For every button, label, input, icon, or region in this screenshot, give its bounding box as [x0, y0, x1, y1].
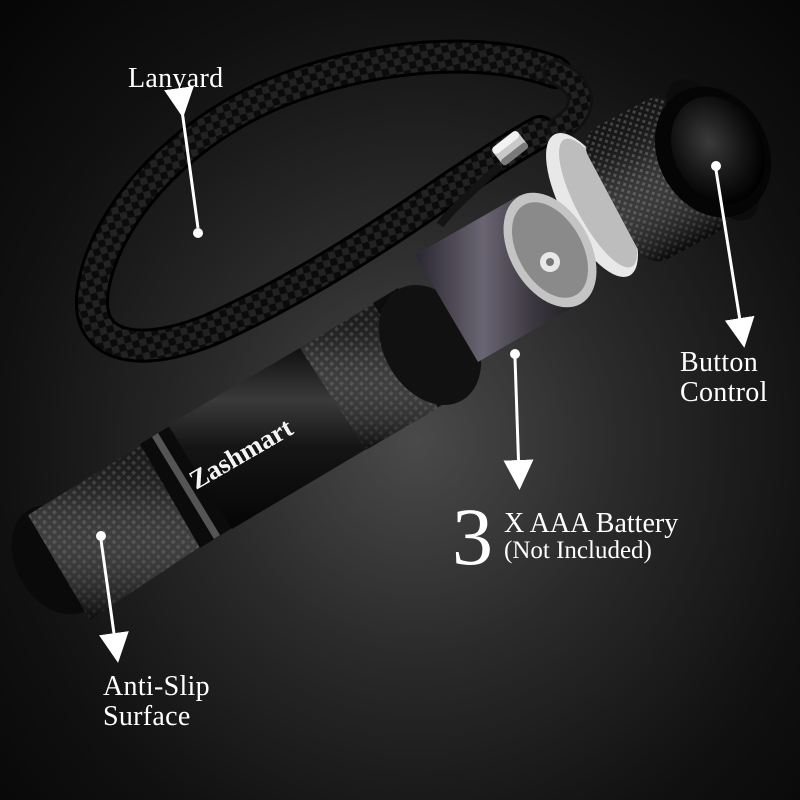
antislip-arrow: [99, 539, 129, 663]
callout-arrows: [96, 86, 755, 663]
anti-slip-line1: Anti-Slip: [103, 671, 210, 702]
button-control-line1: Button: [680, 347, 759, 378]
lanyard-arrow: [164, 86, 200, 229]
battery-count: 3: [452, 491, 493, 582]
button-control-label: Button Control: [680, 348, 768, 408]
battery-note: (Not Included): [504, 537, 652, 564]
flashlight-body: Zashmart: [11, 192, 597, 620]
anti-slip-label: Anti-Slip Surface: [103, 672, 210, 732]
battery-carrier: [415, 192, 597, 362]
tail-cap: [546, 79, 772, 278]
anti-slip-line2: Surface: [103, 701, 191, 732]
lanyard-clip: [492, 131, 529, 166]
battery-arrow: [503, 357, 534, 490]
battery-type: X AAA Battery: [504, 508, 679, 539]
lanyard-strap: [75, 39, 593, 363]
lanyard-label: Lanyard: [128, 63, 224, 94]
button-arrow: [714, 169, 755, 348]
button-control-line2: Control: [680, 377, 768, 408]
